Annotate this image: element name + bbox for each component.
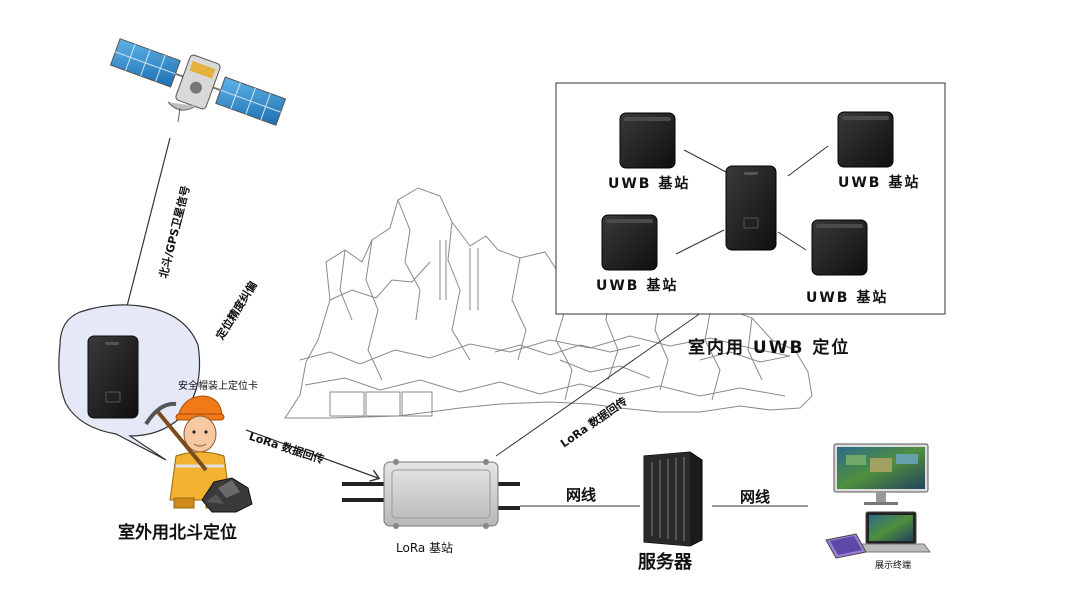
satellite-icon [109, 38, 287, 126]
indoor-title: 室内用 UWB 定位 [688, 338, 851, 358]
uwb-station-label-top-left: UWB 基站 [608, 176, 691, 192]
mountain-sketch [284, 187, 813, 419]
lora-indoor-link-line [495, 293, 729, 457]
laptop-icon [851, 511, 931, 553]
uwb-station-top-left-icon [619, 112, 676, 169]
server-icon [643, 451, 703, 547]
uwb-connection-lines [675, 145, 829, 255]
uwb-station-label-top-right: UWB 基站 [838, 175, 921, 191]
lora-link-arrow [245, 429, 378, 478]
uwb-tag-icon [725, 165, 777, 251]
display-terminal-label: 展示终端 [875, 561, 912, 571]
network-cable-left-label: 网线 [566, 486, 597, 504]
uwb-station-bottom-right-icon [811, 219, 868, 276]
tablet-icon [825, 533, 867, 559]
coal-pile-icon [201, 477, 253, 513]
network-cable-right-label: 网线 [740, 488, 771, 506]
uwb-station-top-right-icon [837, 111, 894, 168]
lora-base-station-label: LoRa 基站 [396, 541, 454, 555]
helmet-card-label: 安全帽装上定位卡 [178, 381, 258, 392]
uwb-station-bottom-left-icon [601, 214, 658, 271]
display-monitor-icon [833, 443, 929, 505]
uwb-station-label-bottom-left: UWB 基站 [596, 278, 679, 294]
uwb-station-label-bottom-right: UWB 基站 [806, 290, 889, 306]
server-label: 服务器 [638, 552, 692, 573]
positioning-card-icon [87, 335, 139, 419]
lora-base-station-icon [342, 459, 520, 529]
outdoor-title: 室外用北斗定位 [118, 523, 237, 543]
satellite-signal-arrow [124, 137, 171, 318]
worker-icon [144, 395, 231, 509]
